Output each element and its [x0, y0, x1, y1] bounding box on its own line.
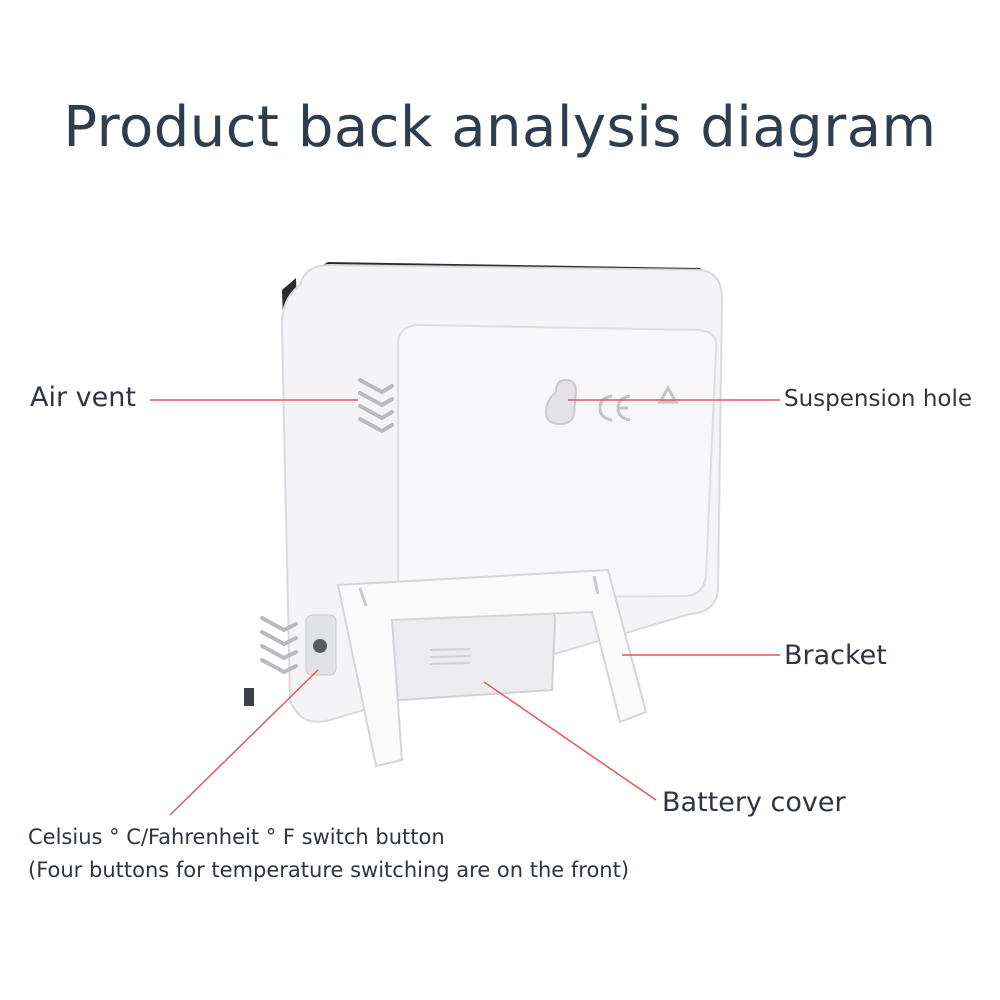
label-bracket: Bracket	[784, 640, 887, 671]
leader-switch-button	[169, 669, 319, 816]
label-battery-cover: Battery cover	[662, 787, 846, 818]
switch-button	[313, 639, 327, 653]
label-switch-button-line1: Celsius ° C/Fahrenheit ° F switch button	[28, 825, 445, 849]
bracket-hinge-left	[358, 587, 368, 607]
bracket-stand	[336, 568, 648, 768]
bracket-hinge-right	[592, 575, 600, 595]
air-vent-upper	[358, 378, 394, 434]
back-panel	[397, 323, 718, 600]
leader-battery-cover	[483, 681, 657, 801]
label-switch-button-line2: (Four buttons for temperature switching …	[28, 858, 630, 882]
battery-cover-grip	[429, 648, 471, 665]
page-title: Product back analysis diagram	[63, 95, 937, 160]
usb-slot	[244, 688, 254, 706]
suspension-hole	[544, 378, 578, 426]
leader-lines	[150, 399, 780, 816]
battery-cover-shape	[388, 610, 557, 702]
label-suspension-hole: Suspension hole	[784, 386, 973, 412]
air-vent-lower	[260, 616, 298, 675]
certification-marks	[598, 384, 679, 422]
label-switch-button: Celsius ° C/Fahrenheit ° F switch button…	[28, 821, 629, 887]
label-air-vent: Air vent	[30, 382, 136, 413]
